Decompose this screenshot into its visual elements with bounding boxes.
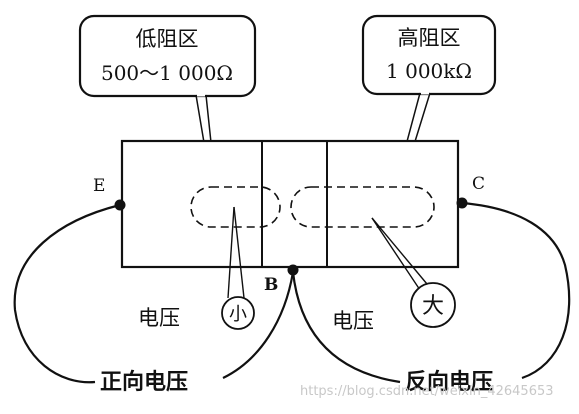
reverse-voltage-wire-left (291, 271, 401, 384)
high-resistance-callout: 高阻区 1 000kΩ (361, 14, 497, 191)
small-marker-circle (221, 296, 255, 330)
emitter-label: E (93, 176, 105, 196)
large-marker-label: 大 (422, 294, 444, 319)
base-label: B (264, 275, 278, 295)
watermark-text: https://blog.csdn.net/weixin_42645653 (300, 384, 554, 399)
high-resistance-title: 高阻区 (398, 26, 461, 50)
large-marker-line-2 (371, 217, 428, 285)
small-marker-line-2 (233, 206, 245, 299)
left-voltage-label: 电压 (138, 306, 180, 330)
right-voltage-label: 电压 (332, 309, 374, 333)
large-marker-circle (410, 282, 456, 328)
forward-voltage-label: 正向电压 (100, 369, 188, 395)
forward-voltage-wire-right (222, 271, 295, 379)
large-marker-line-1 (371, 217, 421, 291)
base-terminal-dot (287, 264, 299, 276)
transistor-body (120, 139, 460, 269)
small-marker-line-1 (227, 206, 235, 299)
large-voltage-marker: 大 (371, 217, 456, 328)
collector-label: C (472, 174, 485, 194)
small-voltage-marker: 小 (221, 206, 255, 330)
forward-voltage-wire-left (13, 203, 121, 384)
reverse-voltage-label: 反向电压 (405, 369, 493, 395)
reverse-voltage-wire-right (461, 201, 571, 380)
low-resistance-value: 500～1 000Ω (101, 61, 233, 85)
small-marker-label: 小 (229, 304, 247, 325)
low-resistance-title: 低阻区 (136, 27, 199, 51)
high-resistance-region (290, 186, 435, 228)
high-resistance-value: 1 000kΩ (386, 59, 472, 83)
low-resistance-callout-box (78, 14, 257, 98)
low-resistance-callout: 低阻区 500～1 000Ω (78, 14, 257, 191)
semiconductor-block (120, 139, 460, 269)
